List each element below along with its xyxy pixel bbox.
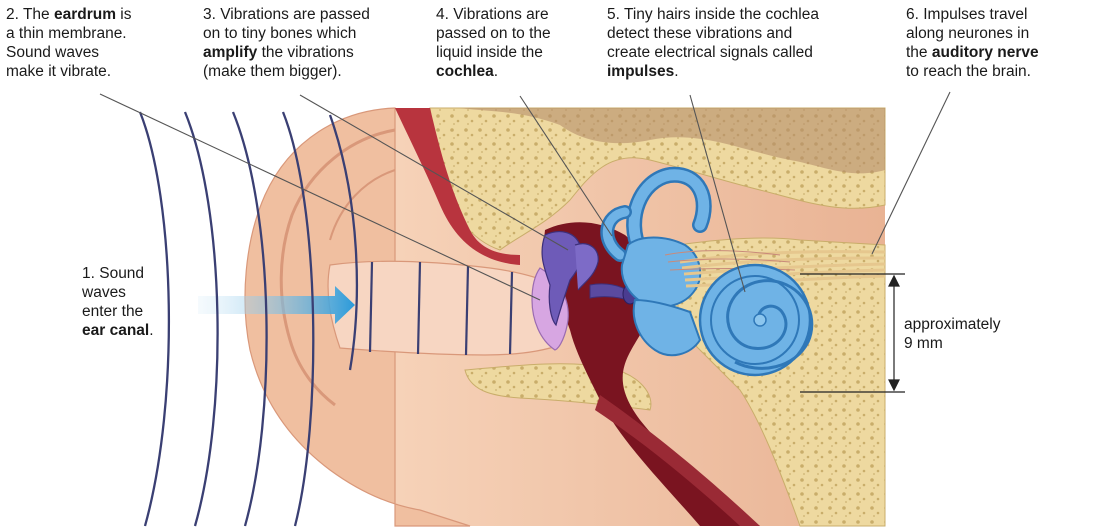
- step4-line3: liquid inside the: [436, 43, 551, 62]
- label-step-2: 2. The eardrum is a thin membrane. Sound…: [6, 5, 132, 81]
- step5-line1: 5. Tiny hairs inside the cochlea: [607, 5, 819, 24]
- step6-line4: to reach the brain.: [906, 62, 1039, 81]
- step4-period: .: [494, 63, 498, 80]
- step2-line1-post: is: [116, 6, 132, 23]
- label-step-6: 6. Impulses travel along neurones in the…: [906, 5, 1039, 81]
- step2-line2: a thin membrane.: [6, 24, 132, 43]
- step5-line2: detect these vibrations and: [607, 24, 819, 43]
- step1-line2: waves: [82, 283, 154, 302]
- step4-line2: passed on to the: [436, 24, 551, 43]
- label-step-4: 4. Vibrations are passed on to the liqui…: [436, 5, 551, 81]
- size-line1: approximately: [904, 315, 1001, 334]
- step2-line1: 2. The eardrum is: [6, 5, 132, 24]
- step5-bold-term: impulses: [607, 63, 674, 80]
- ear-canal: [328, 261, 560, 355]
- size-line2: 9 mm: [904, 334, 1001, 353]
- step1-line4: ear canal.: [82, 321, 154, 340]
- step6-bold-term: auditory nerve: [932, 44, 1039, 61]
- step1-bold-term: ear canal: [82, 322, 149, 339]
- label-size: approximately 9 mm: [904, 315, 1001, 353]
- step5-line4: impulses.: [607, 62, 819, 81]
- step6-line3-pre: the: [906, 44, 932, 61]
- step1-line3: enter the: [82, 302, 154, 321]
- step3-line2: on to tiny bones which: [203, 24, 370, 43]
- step5-line3: create electrical signals called: [607, 43, 819, 62]
- label-step-3: 3. Vibrations are passed on to tiny bone…: [203, 5, 370, 81]
- label-step-1: 1. Sound waves enter the ear canal.: [82, 264, 154, 340]
- step4-line4: cochlea.: [436, 62, 551, 81]
- label-step-5: 5. Tiny hairs inside the cochlea detect …: [607, 5, 819, 81]
- step3-line1: 3. Vibrations are passed: [203, 5, 370, 24]
- step3-bold-term: amplify: [203, 44, 257, 61]
- step1-period: .: [149, 322, 153, 339]
- step6-line2: along neurones in: [906, 24, 1039, 43]
- step5-period: .: [674, 63, 678, 80]
- step2-line4: make it vibrate.: [6, 62, 132, 81]
- step3-line4: (make them bigger).: [203, 62, 370, 81]
- step3-line3: amplify the vibrations: [203, 43, 370, 62]
- step4-line1: 4. Vibrations are: [436, 5, 551, 24]
- step3-line3-post: the vibrations: [257, 44, 354, 61]
- cochlea: [700, 265, 812, 375]
- step1-line1: 1. Sound: [82, 264, 154, 283]
- step6-line3: the auditory nerve: [906, 43, 1039, 62]
- step2-line3: Sound waves: [6, 43, 132, 62]
- step6-line1: 6. Impulses travel: [906, 5, 1039, 24]
- step2-line1-pre: 2. The: [6, 6, 54, 23]
- step2-bold-term: eardrum: [54, 6, 116, 23]
- step4-bold-term: cochlea: [436, 63, 494, 80]
